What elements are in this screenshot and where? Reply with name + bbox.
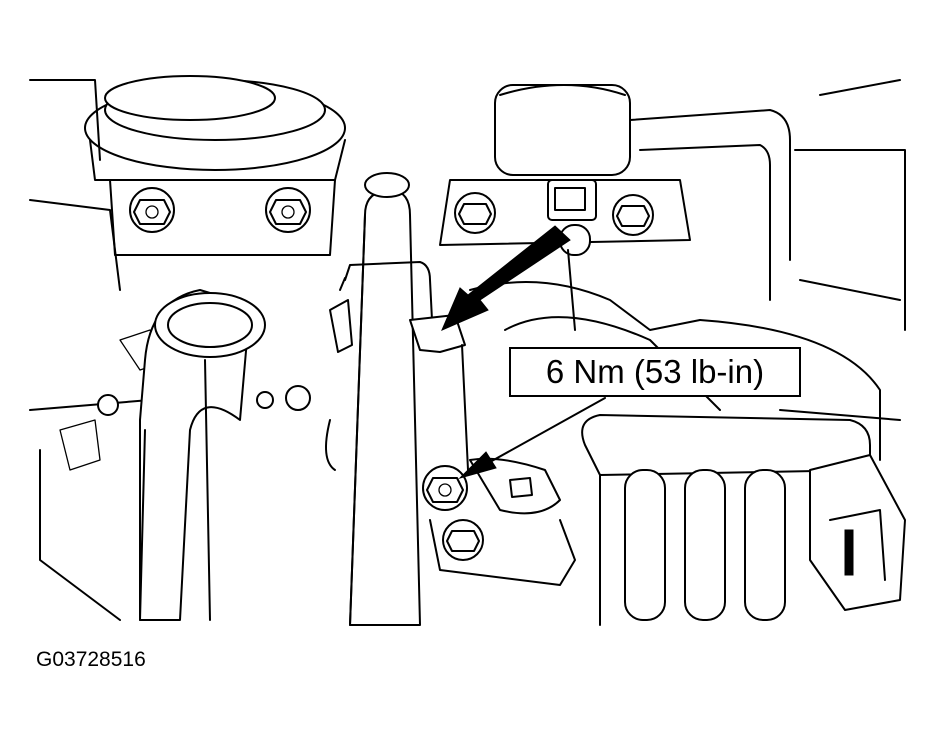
intake-runners (581, 414, 871, 626)
figure-id: G03728516 (36, 648, 146, 671)
mounting-bracket (429, 457, 576, 586)
bolts (97, 187, 654, 561)
vacuum-solenoid (547, 179, 597, 331)
background-components (29, 75, 906, 626)
bolt (129, 187, 175, 233)
bolt (422, 465, 468, 511)
egr-valve (84, 75, 346, 256)
bolt (454, 192, 496, 234)
arrow-pointer-icon (458, 397, 606, 479)
bolt (612, 194, 654, 236)
torque-spec-label: 6 Nm (53 lb-in) (509, 347, 801, 397)
left-structure (29, 79, 171, 621)
bolt (265, 187, 311, 233)
center-hose (349, 172, 421, 626)
large-hose (139, 289, 266, 621)
arrow-pointer-icon (441, 225, 571, 331)
bolt (442, 519, 484, 561)
bolt (97, 385, 311, 416)
throttle-body (439, 84, 791, 301)
sensor-connector (809, 454, 906, 611)
